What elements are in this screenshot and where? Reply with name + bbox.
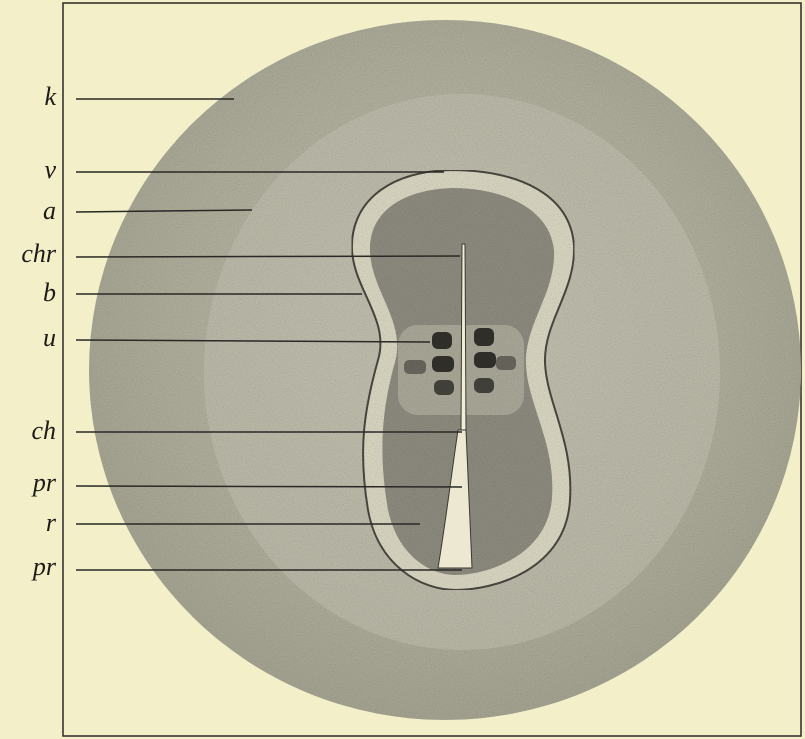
label-pr-upper: pr — [0, 470, 56, 496]
label-ch: ch — [0, 418, 56, 444]
leader-line-chr — [76, 256, 460, 257]
label-r: r — [0, 510, 56, 536]
label-k: k — [0, 84, 56, 110]
label-u: u — [0, 325, 56, 351]
label-b: b — [0, 280, 56, 306]
label-chr: chr — [0, 241, 56, 267]
label-pr-lower: pr — [0, 554, 56, 580]
notochord — [461, 244, 466, 430]
label-v: v — [0, 157, 56, 183]
label-a: a — [0, 198, 56, 224]
leader-line-pr1 — [76, 486, 462, 487]
